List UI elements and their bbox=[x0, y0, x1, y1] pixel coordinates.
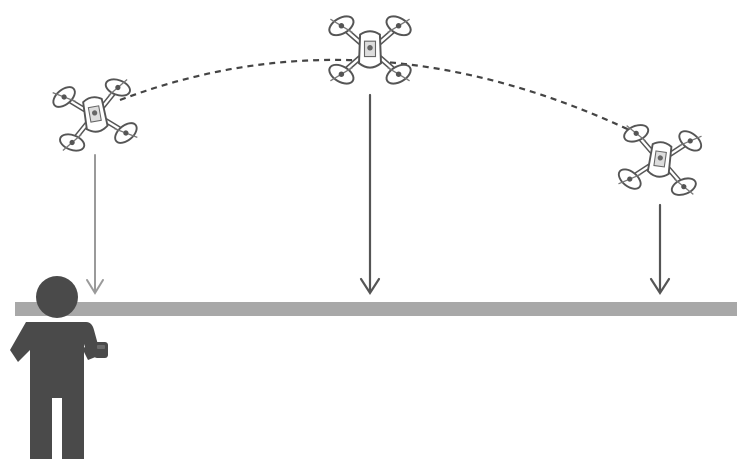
flight-path bbox=[120, 60, 640, 135]
altitude-arrow-center bbox=[361, 95, 379, 293]
ground-line bbox=[15, 302, 737, 316]
altitude-arrow-right bbox=[651, 205, 669, 293]
drone-icon bbox=[48, 73, 143, 158]
altitude-arrow-left bbox=[87, 155, 103, 293]
drone-icon bbox=[326, 13, 414, 88]
drone-icon bbox=[614, 119, 707, 201]
